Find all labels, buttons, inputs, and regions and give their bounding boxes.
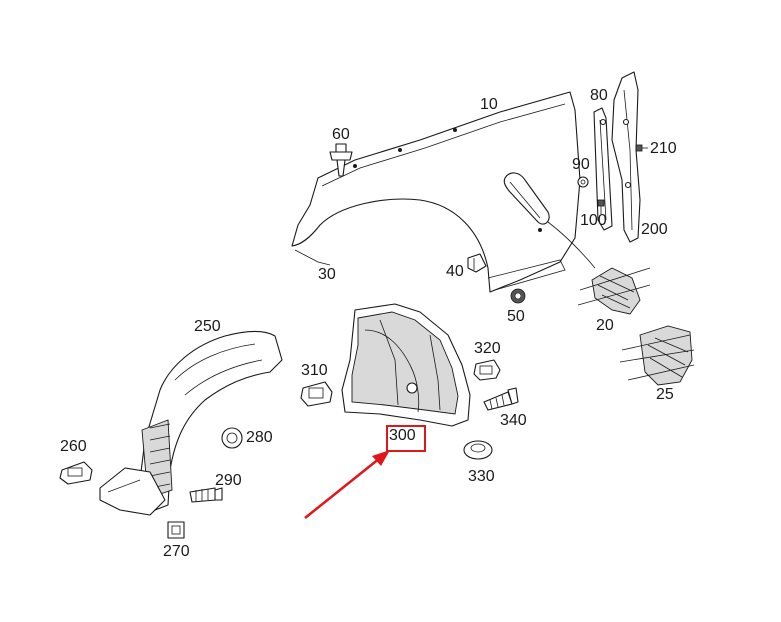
side-marker — [503, 172, 596, 269]
rivet-part-290 — [189, 487, 223, 503]
label-330: 330 — [468, 468, 495, 485]
label-290: 290 — [215, 472, 242, 489]
grille-part-25 — [619, 325, 695, 386]
bracket-part-200 — [611, 71, 641, 243]
clip-part-260 — [59, 461, 93, 485]
wheel-liner-part-250 — [99, 330, 283, 516]
wheel-liner-part-300 — [341, 303, 471, 427]
highlight-box-300 — [386, 425, 426, 452]
fender-part-10 — [291, 91, 581, 293]
label-300: 300 — [389, 427, 416, 444]
label-260: 260 — [60, 438, 87, 455]
label-60: 60 — [332, 126, 350, 143]
highlight-arrow — [304, 450, 390, 519]
label-30: 30 — [318, 266, 336, 283]
label-100: 100 — [580, 212, 607, 229]
bracket-part-80 — [593, 107, 613, 231]
screw-part-100 — [597, 199, 605, 214]
label-90: 90 — [572, 156, 590, 173]
clip-part-270 — [167, 521, 185, 539]
label-270: 270 — [163, 543, 190, 560]
label-250: 250 — [194, 318, 221, 335]
screw-part-210 — [635, 144, 648, 152]
nut-part-90 — [577, 176, 589, 188]
plug-part-280 — [221, 427, 243, 449]
label-25: 25 — [656, 386, 674, 403]
nut-part-50 — [510, 288, 526, 304]
clip-part-310 — [300, 381, 333, 407]
grille-part-20 — [577, 267, 651, 315]
label-80: 80 — [590, 87, 608, 104]
label-340: 340 — [500, 412, 527, 429]
label-310: 310 — [301, 362, 328, 379]
label-40: 40 — [446, 263, 464, 280]
label-200: 200 — [641, 221, 668, 238]
label-280: 280 — [246, 429, 273, 446]
clip-part-40 — [467, 253, 487, 273]
label-10: 10 — [480, 96, 498, 113]
label-320: 320 — [474, 340, 501, 357]
bolt-part-60 — [329, 143, 353, 177]
clip-part-320 — [473, 359, 501, 381]
plug-part-330 — [463, 440, 493, 460]
rivet-part-340 — [483, 387, 519, 411]
label-20: 20 — [596, 317, 614, 334]
label-50: 50 — [507, 308, 525, 325]
label-210: 210 — [650, 140, 677, 157]
